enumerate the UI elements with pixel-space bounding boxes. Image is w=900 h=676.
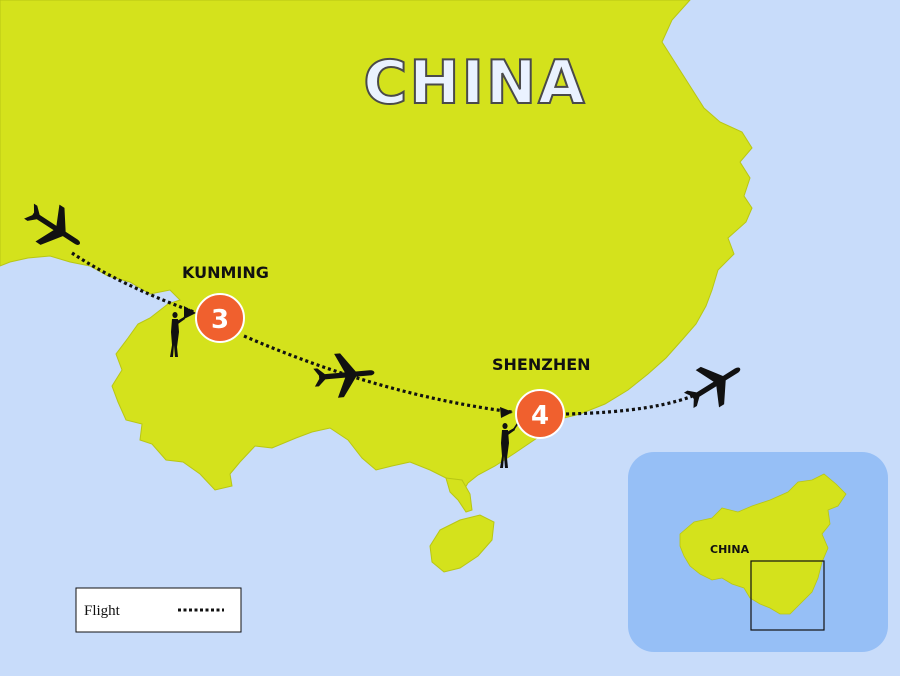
hainan-island [429,514,495,573]
stop-marker-kunming[interactable]: 3 [195,293,245,343]
inset-label: CHINA [710,543,750,556]
leizhou-peninsula [445,477,473,513]
china-mainland [0,0,753,494]
stop-number: 4 [531,401,549,431]
flight-arrowhead [500,407,513,418]
country-title: CHINA [363,48,586,118]
flight-arrowhead [184,306,196,319]
city-label-kunming: KUNMING [182,263,269,282]
stop-number: 3 [211,305,229,335]
legend: Flight [75,587,242,633]
inset-map: CHINA [628,452,888,652]
inset-focus-box [750,560,825,631]
city-label-shenzhen: SHENZHEN [492,355,591,374]
legend-flight-label: Flight [84,603,121,619]
inset-china-shape [679,473,847,615]
stop-marker-shenzhen[interactable]: 4 [515,389,565,439]
